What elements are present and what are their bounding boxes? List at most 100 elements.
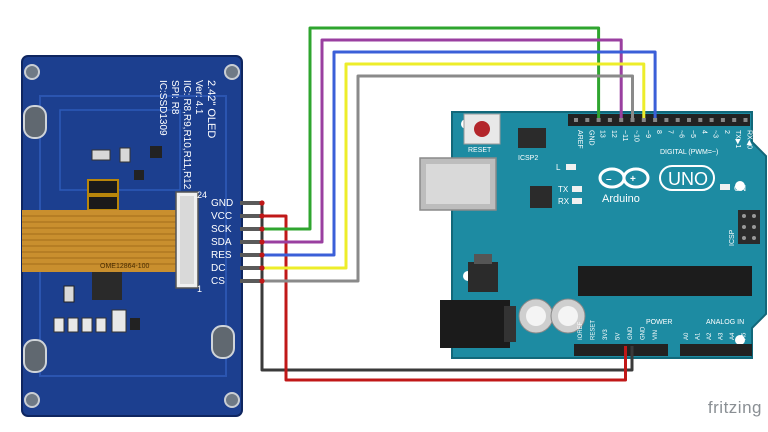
wire-endpoint bbox=[259, 252, 265, 258]
wire-endpoint bbox=[259, 226, 265, 232]
wire-dc bbox=[262, 62, 646, 270]
analog-pin-label: A5 bbox=[742, 332, 748, 340]
digital-pin-label: AREF bbox=[576, 130, 583, 149]
power-pin-label: VIN bbox=[653, 330, 659, 340]
silk-version: Ver: 4.1 bbox=[193, 80, 204, 115]
digital-pin-hole[interactable] bbox=[675, 118, 680, 122]
power-pin-label: 3V3 bbox=[603, 329, 609, 340]
oled-silkscreen: 2.42" OLED Ver: 4.1 IIC: R8,R9,R10,R11,R… bbox=[157, 80, 217, 190]
on-label: ON bbox=[734, 184, 746, 193]
pin-label-dc: DC bbox=[211, 263, 225, 274]
power-header[interactable] bbox=[574, 344, 668, 356]
digital-pin-label: ~10 bbox=[633, 130, 640, 142]
wire-vcc bbox=[262, 214, 627, 382]
digital-pin-hole[interactable] bbox=[709, 118, 714, 122]
digital-pin-label: 13 bbox=[599, 130, 606, 138]
usb-chip bbox=[530, 186, 552, 208]
wire-endpoint bbox=[259, 200, 265, 206]
wire-sda bbox=[262, 38, 623, 244]
digital-pin-label: 12 bbox=[610, 130, 617, 138]
analog-pin-label: A0 bbox=[684, 332, 690, 340]
digital-pin-hole[interactable] bbox=[619, 118, 624, 122]
icsp-label: ICSP bbox=[729, 229, 736, 246]
oled-pin-labels: GND VCC SCK SDA RES DC CS bbox=[211, 198, 233, 287]
icsp2-header[interactable] bbox=[518, 128, 546, 148]
analog-pin-label: A1 bbox=[696, 332, 702, 340]
svg-text:–: – bbox=[606, 174, 612, 185]
svg-text:+: + bbox=[630, 174, 636, 185]
digital-pin-hole[interactable] bbox=[687, 118, 691, 122]
arduino-logo: – + bbox=[598, 167, 650, 189]
digital-pin-label: TX▶1 bbox=[734, 130, 741, 148]
power-jack-back bbox=[504, 306, 516, 342]
icsp-header[interactable] bbox=[738, 210, 760, 244]
digital-pin-hole[interactable] bbox=[743, 118, 748, 122]
usb-connector-face bbox=[426, 164, 490, 204]
digital-pin-hole[interactable] bbox=[720, 118, 725, 122]
analog-pin-label: A2 bbox=[707, 332, 713, 340]
pin-label-sda: SDA bbox=[211, 237, 232, 248]
wire-res bbox=[262, 50, 657, 257]
digital-pin-label: ~5 bbox=[689, 130, 696, 138]
wire-sck bbox=[262, 26, 601, 231]
digital-pin-hole[interactable] bbox=[607, 118, 612, 122]
digital-pin-hole[interactable] bbox=[653, 118, 658, 122]
digital-header[interactable] bbox=[568, 114, 750, 126]
power-pin-label: GND bbox=[641, 326, 647, 340]
wire-gnd bbox=[260, 203, 634, 372]
brand-label: Arduino bbox=[602, 193, 640, 205]
oled-header-pins bbox=[240, 201, 262, 283]
on-led bbox=[720, 184, 730, 190]
digital-pin-label: 2 bbox=[723, 130, 730, 134]
digital-pin-hole[interactable] bbox=[698, 118, 703, 122]
digital-pin-hole[interactable] bbox=[596, 118, 601, 122]
analog-label: ANALOG IN bbox=[706, 319, 744, 326]
wire-endpoint bbox=[259, 265, 265, 271]
analog-pin-label: A4 bbox=[730, 332, 736, 340]
l-led-label: L bbox=[556, 163, 561, 172]
digital-pin-hole[interactable] bbox=[664, 118, 669, 122]
fpc-ribbon: OME12864-100 bbox=[22, 210, 180, 272]
fritzing-watermark: fritzing bbox=[707, 398, 762, 417]
reset-button-cap[interactable] bbox=[474, 121, 490, 137]
power-pin-label: GND bbox=[628, 326, 634, 340]
digital-pin-holes bbox=[574, 118, 748, 122]
digital-pin-label: ~6 bbox=[678, 130, 685, 138]
silk-title: 2.42" OLED bbox=[205, 80, 217, 138]
voltage-regulator bbox=[468, 262, 498, 292]
silk-iic: IIC: R8,R9,R10,R11,R12 bbox=[181, 80, 192, 190]
icsp2-label: ICSP2 bbox=[518, 155, 538, 162]
atmega328-chip bbox=[578, 266, 752, 296]
rx-led bbox=[572, 198, 582, 204]
digital-pin-label: RX◀0 bbox=[746, 130, 753, 149]
digital-pin-label: 4 bbox=[700, 130, 707, 134]
digital-pin-label: GND bbox=[587, 130, 594, 146]
silk-ic: IC:SSD1309 bbox=[157, 80, 168, 136]
digital-pin-label: ~3 bbox=[712, 130, 719, 138]
wire-endpoint bbox=[259, 239, 265, 245]
power-label: POWER bbox=[646, 319, 672, 326]
digital-pin-label: ~9 bbox=[644, 130, 651, 138]
digital-pin-label: 7 bbox=[666, 130, 673, 134]
digital-pin-hole[interactable] bbox=[732, 118, 737, 122]
digital-pin-hole[interactable] bbox=[641, 118, 646, 122]
digital-pin-label: ~11 bbox=[621, 130, 628, 141]
power-jack bbox=[440, 300, 510, 348]
wire-cs bbox=[262, 74, 634, 283]
digital-pin-hole[interactable] bbox=[585, 118, 590, 122]
l-led bbox=[566, 164, 576, 170]
pin-label-sck: SCK bbox=[211, 224, 232, 235]
digital-pin-hole[interactable] bbox=[630, 118, 635, 122]
reset-label: RESET bbox=[468, 147, 492, 154]
pin-number-1: 1 bbox=[197, 284, 202, 294]
analog-header[interactable] bbox=[680, 344, 752, 356]
power-pin-label: 5V bbox=[616, 333, 622, 340]
rx-label: RX bbox=[558, 197, 570, 206]
ribbon-text: OME12864-100 bbox=[100, 263, 150, 270]
digital-pin-hole[interactable] bbox=[574, 118, 578, 122]
power-pin-label: IOREF bbox=[578, 321, 584, 340]
